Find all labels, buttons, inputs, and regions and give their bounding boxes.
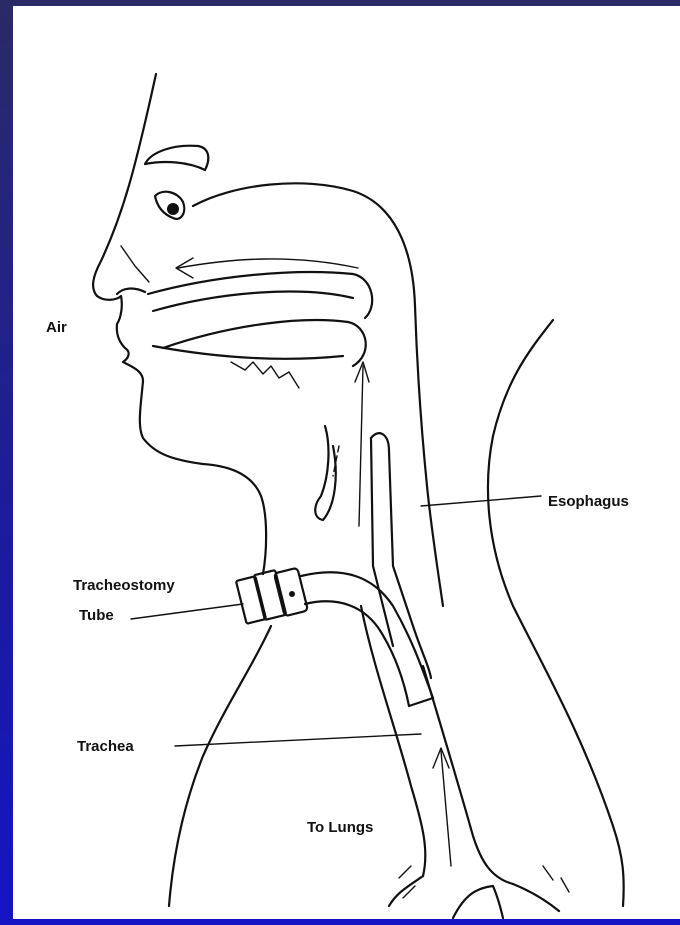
pupil: [167, 203, 179, 215]
trachea-back-wall: [423, 666, 513, 884]
tube-flange-outer: [236, 576, 266, 624]
pharynx-arrow: [359, 366, 363, 526]
tube-cannula-tip: [409, 698, 433, 706]
nostril: [117, 289, 145, 295]
tube-flange-inner: [254, 570, 286, 620]
label-tube: Tube: [79, 607, 114, 624]
bronchi-left: [389, 876, 423, 906]
carina: [453, 886, 503, 918]
esophagus-tube: [371, 433, 431, 678]
tube-hub-mark: [289, 591, 295, 597]
face-profile-outline: [93, 74, 266, 574]
bronchi-right: [513, 884, 559, 911]
eyebrow: [145, 146, 208, 170]
neck-back: [488, 320, 624, 906]
skull-outline: [193, 183, 443, 606]
tongue-curve: [153, 346, 343, 359]
airway-diagram: Air Tracheostomy Tube Esophagus Trachea …: [13, 6, 680, 919]
tube-leader-line: [131, 604, 243, 619]
label-to-lungs: To Lungs: [307, 819, 373, 836]
palate-curve: [153, 292, 353, 311]
jaw-teeth: [231, 362, 299, 388]
diagram-panel: Air Tracheostomy Tube Esophagus Trachea …: [13, 6, 680, 919]
airflow-arrow-nose: [178, 259, 358, 268]
nose-line: [121, 246, 149, 282]
label-trachea: Trachea: [77, 738, 134, 755]
label-air: Air: [46, 319, 67, 336]
bronchi-right-detail: [543, 866, 569, 892]
tube-cannula-bottom: [305, 601, 409, 706]
label-tracheostomy: Tracheostomy: [73, 577, 175, 594]
larynx: [315, 426, 336, 520]
neck-front: [169, 626, 271, 906]
label-esophagus: Esophagus: [548, 493, 629, 510]
esophagus-leader-line: [421, 496, 541, 506]
